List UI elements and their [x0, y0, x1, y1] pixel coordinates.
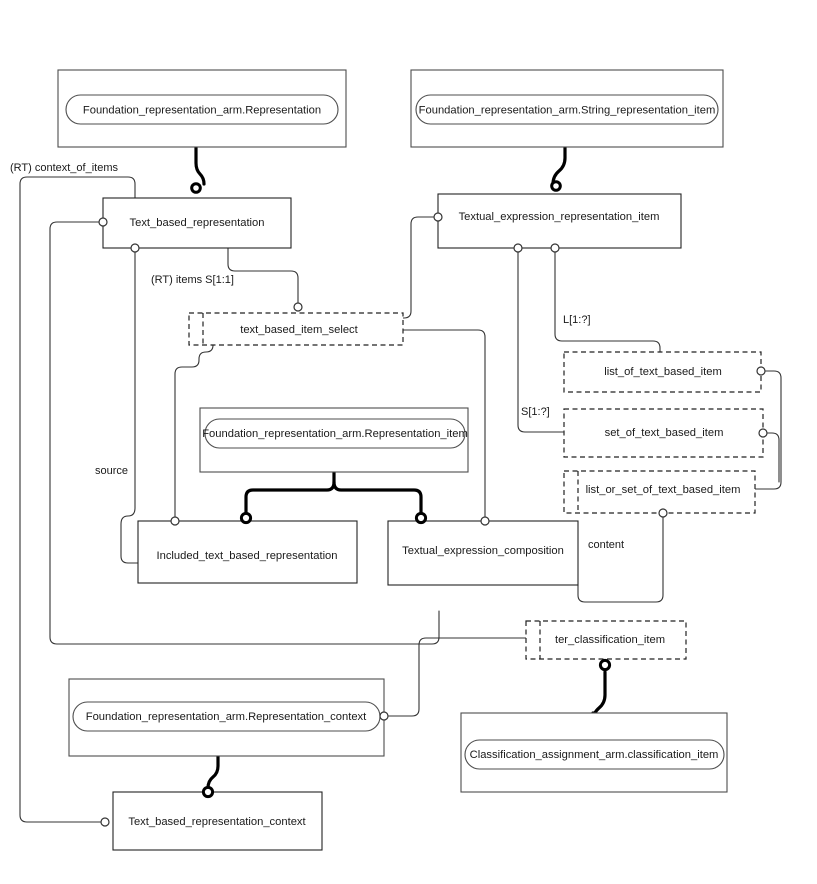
- entity-label: Foundation_representation_arm.Representa…: [83, 104, 321, 116]
- attr-dot-list-origin: [550, 243, 560, 253]
- edge-label-set-cardinality: S[1:?]: [521, 406, 550, 418]
- edge-select-to-included: [174, 344, 214, 517]
- select-box: [188, 312, 404, 346]
- supertype-dot-textual-item: [550, 180, 562, 192]
- select-label: list_or_set_of_text_based_item: [586, 484, 741, 496]
- entity-text-based-representation-context[interactable]: Text_based_representation_context: [112, 791, 323, 851]
- supertype-dot-text-based-context: [201, 785, 215, 799]
- entity-foundation-representation[interactable]: Foundation_representation_arm.Representa…: [57, 69, 347, 148]
- select-list-of-text-based-item[interactable]: list_of_text_based_item: [563, 351, 762, 393]
- attr-dot-source-origin: [130, 243, 140, 253]
- entity-box: [102, 197, 292, 249]
- attr-dot-included-top: [170, 516, 180, 526]
- edge-representation-item-fork: [244, 470, 336, 515]
- attr-dot-composition-top: [480, 516, 490, 526]
- select-box: [563, 351, 762, 393]
- attr-dot-content-target: [658, 508, 668, 518]
- edge-textual-item-to-select: [402, 216, 439, 319]
- attr-dot-text-based-context-left: [100, 817, 110, 827]
- entity-box: [437, 193, 682, 249]
- entity-rounded-inner: [65, 94, 339, 125]
- entity-textual-expression-composition[interactable]: Textual_expression_composition: [387, 520, 579, 586]
- edge-label-list-cardinality: L[1:?]: [563, 314, 591, 326]
- entity-label: Textual_expression_representation_item: [459, 211, 660, 223]
- entity-label: Foundation_representation_arm.String_rep…: [419, 104, 716, 116]
- select-label: ter_classification_item: [555, 634, 665, 646]
- select-label: text_based_item_select: [240, 324, 358, 336]
- edge-label-items: (RT) items S[1:1]: [151, 274, 234, 286]
- entity-rounded-inner: [204, 418, 466, 449]
- edge-list-to-list-or-set: [754, 370, 782, 490]
- entity-box: [387, 520, 579, 586]
- entity-label: Textual_expression_composition: [402, 545, 564, 557]
- edge-set-to-list-or-set: [762, 432, 780, 483]
- edge-context-right-to-ter: [383, 637, 431, 717]
- select-label: list_of_text_based_item: [604, 366, 722, 378]
- edge-label-content: content: [588, 539, 624, 551]
- supertype-dot-classification: [598, 658, 612, 672]
- entity-label: Text_based_representation: [130, 217, 265, 229]
- edge-context-of-items: [19, 176, 136, 823]
- edge-label-context-of-items: (RT) context_of_items: [10, 162, 119, 174]
- entity-classification-assignment-item[interactable]: Classification_assignment_arm.classifica…: [460, 712, 728, 793]
- entity-text-based-representation[interactable]: Text_based_representation: [102, 197, 292, 249]
- attr-dot-list-right: [756, 366, 766, 376]
- edge-source: [120, 247, 139, 564]
- subtype-dot-included: [239, 511, 253, 525]
- select-label: set_of_text_based_item: [605, 427, 724, 439]
- attr-dot-text-based-left: [98, 217, 108, 227]
- edge-representation-item-fork-right: [332, 480, 423, 515]
- entity-foundation-representation-context[interactable]: Foundation_representation_arm.Representa…: [68, 678, 385, 757]
- edge-representation-to-text-based: [194, 145, 206, 186]
- attr-dot-set-origin: [513, 243, 523, 253]
- entity-label: Text_based_representation_context: [128, 816, 306, 828]
- entity-label: Included_text_based_representation: [157, 550, 338, 562]
- attr-dot-textual-item-left: [433, 212, 443, 222]
- supertype-dot-text-based-representation: [190, 182, 202, 194]
- entity-box: [137, 520, 358, 584]
- edge-label-source: source: [95, 465, 128, 477]
- entity-foundation-string-representation-item[interactable]: Foundation_representation_arm.String_rep…: [410, 69, 724, 148]
- attr-dot-items-target: [293, 302, 303, 312]
- edge-select-to-composition: [402, 329, 486, 520]
- edge-text-based-left-to-context: [49, 221, 440, 645]
- attr-dot-context-right: [379, 711, 389, 721]
- select-list-or-set-of-text-based-item[interactable]: list_or_set_of_text_based_item: [563, 470, 756, 514]
- entity-included-text-based-representation[interactable]: Included_text_based_representation: [137, 520, 358, 584]
- edge-string-item-to-textual-item: [551, 145, 567, 186]
- edge-list-cardinality: [554, 247, 661, 353]
- select-box: [525, 620, 687, 660]
- entity-label: Classification_assignment_arm.classifica…: [470, 749, 719, 761]
- entity-foundation-representation-item[interactable]: Foundation_representation_arm.Representa…: [199, 407, 469, 473]
- attr-dot-set-right: [758, 428, 768, 438]
- select-box: [563, 470, 756, 514]
- entity-rounded-inner: [415, 94, 719, 125]
- select-box: [563, 408, 764, 458]
- select-set-of-text-based-item[interactable]: set_of_text_based_item: [563, 408, 764, 458]
- entity-label: Foundation_representation_arm.Representa…: [86, 711, 367, 723]
- edge-content: [577, 512, 664, 603]
- edge-set-cardinality: [517, 247, 564, 433]
- subtype-dot-composition: [414, 511, 428, 525]
- entity-textual-expression-representation-item[interactable]: Textual_expression_representation_item: [437, 193, 682, 249]
- edge-items: [227, 247, 299, 307]
- select-text-based-item-select[interactable]: text_based_item_select: [188, 312, 404, 346]
- entity-box: [112, 791, 323, 851]
- select-ter-classification-item[interactable]: ter_classification_item: [525, 620, 687, 660]
- entity-label: Foundation_representation_arm.Representa…: [202, 428, 468, 440]
- edge-context-to-text-based-context: [206, 754, 220, 790]
- entity-rounded-inner: [464, 739, 725, 770]
